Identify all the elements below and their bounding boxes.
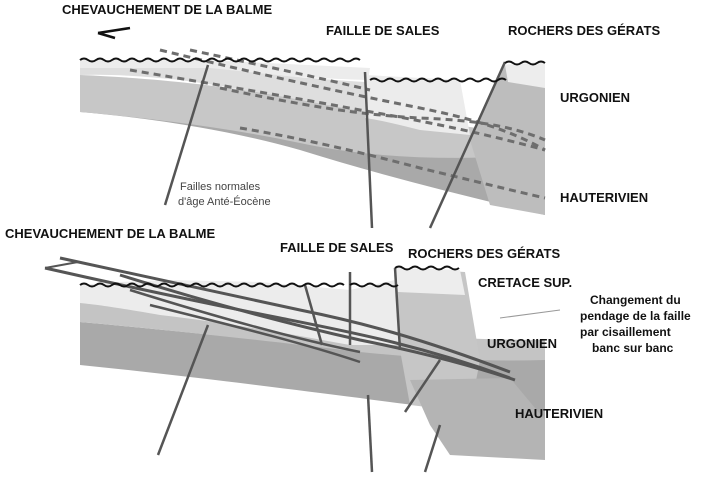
top-urgonian-lower-layer — [80, 75, 545, 158]
bottom-thrust-plane-2 — [59, 256, 511, 374]
top-dashed-horizon-3 — [219, 86, 546, 142]
top-erosion-surface-rochers — [504, 60, 546, 66]
top-rochers-fault — [428, 61, 507, 229]
top-light-wedge — [365, 75, 470, 135]
bottom-faille-de-sales — [303, 284, 324, 346]
bottom-faille-de-sales-lower — [366, 394, 374, 473]
bottom-thrust-plane-3 — [119, 273, 516, 382]
bottom-gerats-fault — [393, 267, 402, 351]
top-normal-fault — [163, 64, 210, 206]
top-thrust-label: CHEVAUCHEMENT DE LA BALME — [62, 2, 272, 17]
top-dashed-horizon-5 — [189, 48, 371, 92]
bottom-urgonian-label: URGONIEN — [487, 336, 557, 351]
bottom-erosion-surface-right — [349, 282, 399, 288]
bottom-annotation-line-2: pendage de la faille — [580, 309, 691, 323]
bottom-fault-label: FAILLE DE SALES — [280, 240, 394, 255]
bottom-right-block-light — [395, 268, 465, 295]
top-rocks-label: ROCHERS DES GÉRATS — [508, 23, 660, 38]
top-faille-de-sales — [363, 71, 374, 229]
bottom-thrust-label: CHEVAUCHEMENT DE LA BALME — [5, 226, 215, 241]
bottom-annotation-line-3: par cisaillement — [580, 325, 671, 339]
bottom-right-block — [395, 268, 480, 412]
bottom-hauterivian-label: HAUTERIVIEN — [515, 406, 603, 421]
top-urgonian-label: URGONIEN — [560, 90, 630, 105]
top-dashed-horizon-1 — [159, 48, 546, 152]
bottom-annotation-pointer — [499, 309, 561, 319]
top-dashed-horizon-4 — [239, 126, 546, 200]
bottom-normal-fault — [156, 324, 210, 456]
bottom-hauterivian-right — [410, 378, 545, 460]
top-normal-faults-label-2: d'âge Anté-Éocène — [178, 195, 271, 208]
bottom-light-wedge — [350, 280, 400, 345]
bottom-rocks-label: ROCHERS DES GÉRATS — [408, 246, 560, 261]
top-hauterivian-label: HAUTERIVIEN — [560, 190, 648, 205]
bottom-annotation-line-1: Changement du — [590, 293, 681, 307]
bottom-gerats-fault-deep — [423, 424, 442, 473]
top-right-light-cap — [505, 62, 545, 88]
bottom-thrust-arrow-icon — [44, 261, 79, 269]
top-thrust-arrow-icon — [97, 26, 131, 40]
top-erosion-surface — [79, 57, 361, 63]
bottom-gerats-fault-lower — [403, 359, 442, 413]
top-light-left-body — [80, 68, 365, 112]
bottom-thrust-plane-4 — [129, 288, 361, 354]
bottom-erosion-surface-left — [79, 282, 345, 288]
bottom-cretaceous-label: CRETACE SUP. — [478, 275, 572, 290]
top-erosion-surface-right — [369, 77, 507, 83]
bottom-cross-section: CHEVAUCHEMENT DE LA BALME FAILLE DE SALE… — [5, 226, 691, 473]
top-cross-section: CHEVAUCHEMENT DE LA BALME FAILLE DE SALE… — [62, 2, 660, 229]
bottom-erosion-surface-gerats — [394, 265, 460, 271]
bottom-thrust-plane-5 — [149, 303, 361, 364]
top-fault-label: FAILLE DE SALES — [326, 23, 440, 38]
top-normal-faults-label-1: Failles normales — [180, 181, 261, 193]
bottom-annotation-line-4: banc sur banc — [592, 341, 674, 355]
top-dashed-horizon-2 — [129, 68, 546, 152]
